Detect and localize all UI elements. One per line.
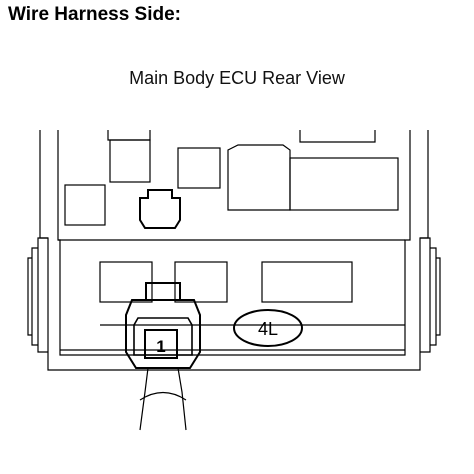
harness-connector-housing (125, 299, 201, 369)
slot-upper-3 (227, 144, 291, 211)
slot-upper-2 (177, 147, 221, 189)
wire-bundle (139, 367, 187, 431)
pin-1-label: 1 (156, 337, 165, 356)
slot-lower-1 (99, 261, 153, 303)
slot-lower-3 (261, 261, 353, 303)
heading: Wire Harness Side: (8, 4, 182, 25)
slot-upper-1 (109, 139, 151, 183)
wire-curve (139, 391, 187, 401)
bracket-left (27, 237, 48, 353)
ecu-body-outline (39, 130, 429, 371)
top-notch-left (107, 130, 151, 141)
top-notch-right (299, 130, 376, 143)
connector-4l-oval (233, 309, 303, 347)
bracket-right (420, 237, 441, 353)
diagram-subtitle: Main Body ECU Rear View (129, 68, 345, 88)
pin-1-box (144, 329, 178, 359)
slot-upper-5 (64, 184, 106, 226)
harness-connector-inner (133, 317, 193, 356)
slot-upper-4 (289, 157, 399, 211)
connector-4l-label: 4L (258, 319, 278, 339)
slot-lower-2 (174, 261, 228, 303)
connector-small (139, 189, 181, 229)
ecu-body-inner (57, 130, 411, 356)
